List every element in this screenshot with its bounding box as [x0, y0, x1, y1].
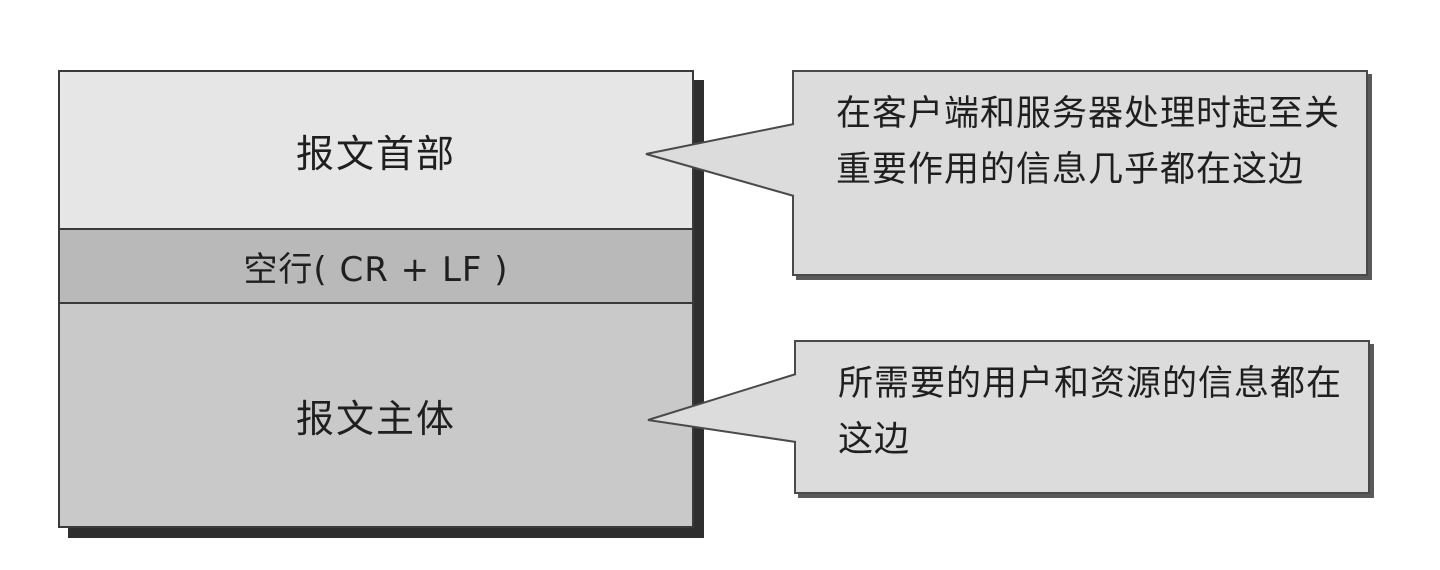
message-header-label: 报文首部 — [295, 131, 456, 176]
blank-line-label: 空行( CR + LF ) — [243, 249, 509, 290]
message-header-section: 报文首部 — [60, 72, 692, 230]
header-callout-text: 在客户端和服务器处理时起至关重要作用的信息几乎都在这边 — [836, 94, 1341, 190]
body-callout-text: 所需要的用户和资源的信息都在这边 — [838, 364, 1343, 460]
blank-line-section: 空行( CR + LF ) — [60, 230, 692, 304]
body-callout: 所需要的用户和资源的信息都在这边 — [794, 340, 1370, 494]
header-callout: 在客户端和服务器处理时起至关重要作用的信息几乎都在这边 — [792, 70, 1368, 276]
message-body-section: 报文主体 — [60, 304, 692, 526]
message-structure: 报文首部 空行( CR + LF ) 报文主体 — [58, 70, 694, 528]
message-body-label: 报文主体 — [295, 396, 456, 441]
